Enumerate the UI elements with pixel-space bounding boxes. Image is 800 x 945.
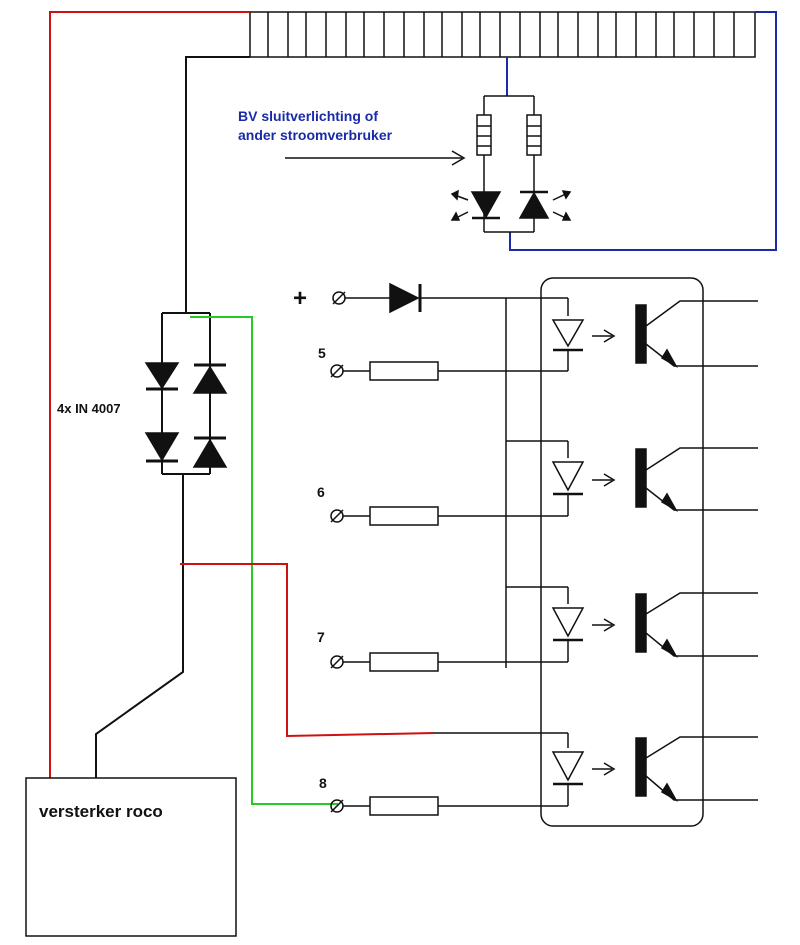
input-5-label: 5 <box>318 345 326 361</box>
plus-input <box>332 282 568 314</box>
input-7-label: 7 <box>317 629 325 645</box>
bridge-diodes <box>144 362 228 468</box>
amplifier-label: versterker roco <box>39 802 163 821</box>
annotation-arrow <box>285 150 466 166</box>
red-wire-opto <box>180 563 435 738</box>
black-wire-bridge-top <box>185 56 250 313</box>
internal-bus <box>434 298 569 748</box>
input-8-label: 8 <box>319 775 327 791</box>
blue-wire-right <box>509 11 777 251</box>
amplifier-box <box>25 777 237 937</box>
black-wire-amp <box>95 474 184 778</box>
optocoupler-board <box>540 277 704 827</box>
input-8 <box>330 796 568 816</box>
led-pair <box>450 189 572 221</box>
bridge-label: 4x IN 4007 <box>57 401 121 416</box>
red-wire-track <box>49 11 250 778</box>
optocoupler-4 <box>551 736 758 806</box>
input-7 <box>330 652 568 672</box>
track-strip <box>249 11 756 58</box>
input-5 <box>330 361 568 381</box>
annotation-line1: BV sluitverlichting of <box>238 108 378 124</box>
plus-sign: + <box>293 285 307 312</box>
optocoupler-1 <box>551 300 758 371</box>
input-6-label: 6 <box>317 484 325 500</box>
annotation-line2: ander stroomverbruker <box>238 127 393 143</box>
green-wire <box>190 316 338 805</box>
input-6 <box>330 506 568 526</box>
optocoupler-2 <box>551 447 758 516</box>
optocoupler-3 <box>551 592 758 662</box>
